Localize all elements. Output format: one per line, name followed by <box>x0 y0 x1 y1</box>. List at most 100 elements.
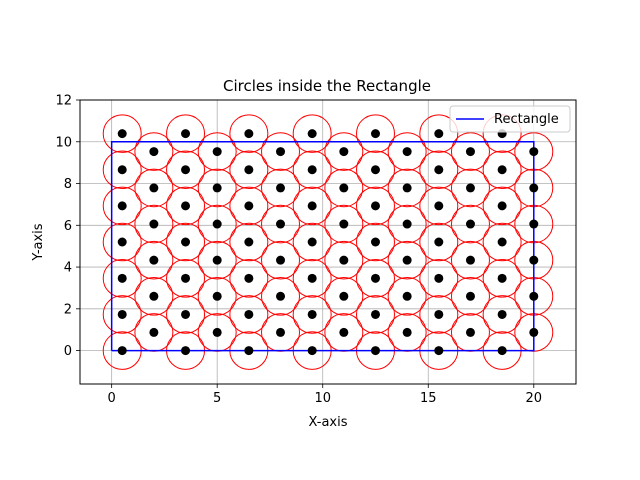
circle-center-point <box>212 147 222 157</box>
circle-center-point <box>370 309 380 319</box>
x-tick-label: 20 <box>526 391 543 406</box>
circle <box>482 259 522 298</box>
circle <box>134 204 174 244</box>
y-tick-label: 2 <box>64 302 72 317</box>
circle-center-point <box>434 201 444 211</box>
circle-center-point <box>244 129 254 139</box>
circle-center-point <box>402 219 412 229</box>
circle-center-point <box>339 147 349 157</box>
circle-center-point <box>276 219 286 229</box>
circle <box>229 295 269 334</box>
y-tick-label: 0 <box>64 344 72 359</box>
circle-center-point <box>402 327 412 337</box>
y-tick-label: 8 <box>64 177 72 192</box>
circle-center-point <box>149 255 159 265</box>
circle-center-point <box>370 165 380 175</box>
circle-center-point <box>276 147 286 157</box>
circle <box>134 132 174 171</box>
circle-center-point <box>434 309 444 319</box>
circle <box>261 240 301 280</box>
circle-center-point <box>244 165 254 175</box>
circle-center-point <box>529 147 539 157</box>
plot-frame <box>79 99 577 385</box>
circle-center-point <box>117 129 127 139</box>
circle <box>102 259 142 298</box>
circle-center-point <box>529 219 539 229</box>
circle-center-point <box>181 346 191 356</box>
circle <box>166 186 206 226</box>
circle <box>450 204 490 244</box>
circle-center-point <box>370 237 380 247</box>
circle <box>387 168 427 208</box>
circle <box>166 114 206 153</box>
circle-center-point <box>339 219 349 229</box>
y-tick-label: 4 <box>64 261 72 276</box>
circle <box>482 150 522 190</box>
circle <box>292 186 332 226</box>
circle-center-point <box>402 147 412 157</box>
circle-center-point <box>434 273 444 283</box>
circle <box>292 114 332 153</box>
y-axis-label: Y-axis <box>31 223 46 261</box>
circle <box>387 204 427 244</box>
circle-center-point <box>339 255 349 265</box>
circle <box>261 132 301 171</box>
circle-center-point <box>529 327 539 337</box>
circle-center-point <box>307 237 317 247</box>
circle-center-point <box>212 291 222 301</box>
circle-center-point <box>212 183 222 193</box>
circle <box>450 240 490 280</box>
circle <box>482 186 522 226</box>
circle-center-point <box>244 201 254 211</box>
x-tick-label: 0 <box>108 391 116 406</box>
circle <box>229 150 269 190</box>
circle-center-point <box>244 309 254 319</box>
circle-center-point <box>244 273 254 283</box>
legend-label-rectangle: Rectangle <box>494 112 559 127</box>
circle-center-point <box>370 201 380 211</box>
circle-center-point <box>149 291 159 301</box>
circle-center-point <box>465 147 475 157</box>
circle-center-point <box>497 165 507 175</box>
circle <box>355 114 395 153</box>
circle <box>134 240 174 280</box>
circle <box>355 259 395 298</box>
circle-center-point <box>276 291 286 301</box>
circle <box>166 150 206 190</box>
circle <box>419 114 459 153</box>
circle <box>292 150 332 190</box>
circle <box>324 204 364 244</box>
circle <box>166 295 206 334</box>
circle <box>419 150 459 190</box>
circle-center-point <box>212 327 222 337</box>
circle-center-point <box>465 327 475 337</box>
circle-center-point <box>276 327 286 337</box>
circle-center-point <box>181 165 191 175</box>
circle <box>229 259 269 298</box>
circle <box>419 186 459 226</box>
circle <box>197 168 237 208</box>
circle-center-point <box>465 183 475 193</box>
circle <box>102 150 142 190</box>
x-tick-label: 15 <box>420 391 437 406</box>
circle-center-point <box>529 255 539 265</box>
circle-center-point <box>117 165 127 175</box>
circle-center-point <box>434 129 444 139</box>
circle <box>166 259 206 298</box>
circle-center-point <box>276 183 286 193</box>
circle <box>387 132 427 171</box>
circle <box>450 132 490 171</box>
circle <box>450 168 490 208</box>
circle <box>324 132 364 171</box>
y-tick-label: 12 <box>55 94 72 109</box>
circle-center-point <box>149 219 159 229</box>
circle-center-point <box>497 237 507 247</box>
x-axis-label: X-axis <box>309 415 348 430</box>
x-tick-label: 5 <box>213 391 221 406</box>
circle <box>102 114 142 153</box>
circle <box>102 186 142 226</box>
circle <box>355 150 395 190</box>
circle-center-point <box>370 346 380 356</box>
circle-center-point <box>181 129 191 139</box>
